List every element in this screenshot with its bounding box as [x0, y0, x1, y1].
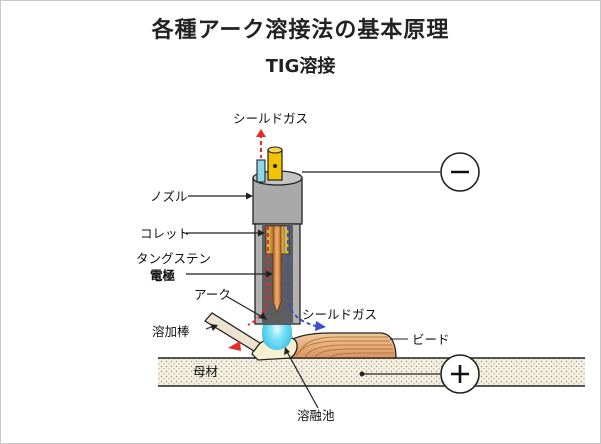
label-shield-gas-top: シールドガス: [233, 111, 308, 126]
label-bead: ビード: [412, 332, 450, 347]
gas-arrow-left: [228, 341, 241, 351]
label-nozzle: ノズル: [150, 189, 188, 204]
label-tungsten: タングステン: [136, 251, 211, 266]
filler-rod: [204, 312, 261, 352]
power-connector: [267, 146, 283, 181]
label-leaders: [186, 195, 319, 409]
label-base-metal: 母材: [193, 364, 218, 379]
shield-gas-top-arrowhead: [256, 129, 266, 137]
label-electrode: 電極: [150, 268, 176, 283]
weld-bead: [274, 332, 397, 359]
page-subtitle: TIG溶接: [265, 56, 336, 77]
label-collet: コレット: [140, 226, 190, 241]
shield-gas-flow-red: [247, 134, 269, 326]
base-metal: [158, 357, 585, 387]
shield-gas-right-arrowhead: [315, 321, 326, 331]
tungsten-electrode: [272, 225, 282, 314]
label-arc: アーク: [194, 287, 231, 302]
page-title: 各種アーク溶接法の基本原理: [151, 18, 450, 43]
negative-terminal: [302, 152, 480, 192]
label-filler-rod: 溶加棒: [152, 324, 190, 339]
label-shield-gas-right: シールドガス: [302, 307, 377, 322]
label-arrowheads: [210, 192, 290, 355]
positive-terminal: [359, 354, 480, 394]
gas-inlet-connector: [256, 159, 266, 183]
label-weld-pool: 溶融池: [297, 408, 335, 423]
